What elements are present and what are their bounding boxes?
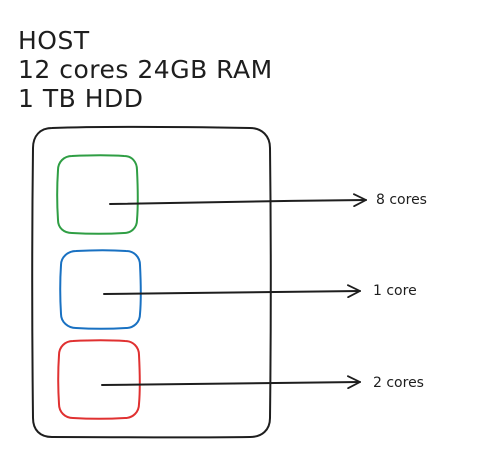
vm-box-green [56,154,139,235]
host-cpu-ram: 12 cores 24GB RAM [18,55,273,84]
host-storage: 1 TB HDD [18,84,144,113]
host-description: HOST 12 cores 24GB RAM 1 TB HDD [18,26,273,113]
vm-box-red [57,339,141,420]
vm-label-1: 8 cores [376,192,427,208]
host-box [31,125,272,439]
host-name: HOST [18,26,90,55]
arrow-vm-2 [103,284,361,299]
vm-label-2: 1 core [373,283,417,299]
arrow-vm-1 [109,193,367,208]
vm-box-blue [59,249,142,330]
arrow-vm-3 [101,375,361,390]
vm-label-3: 2 cores [373,375,424,391]
